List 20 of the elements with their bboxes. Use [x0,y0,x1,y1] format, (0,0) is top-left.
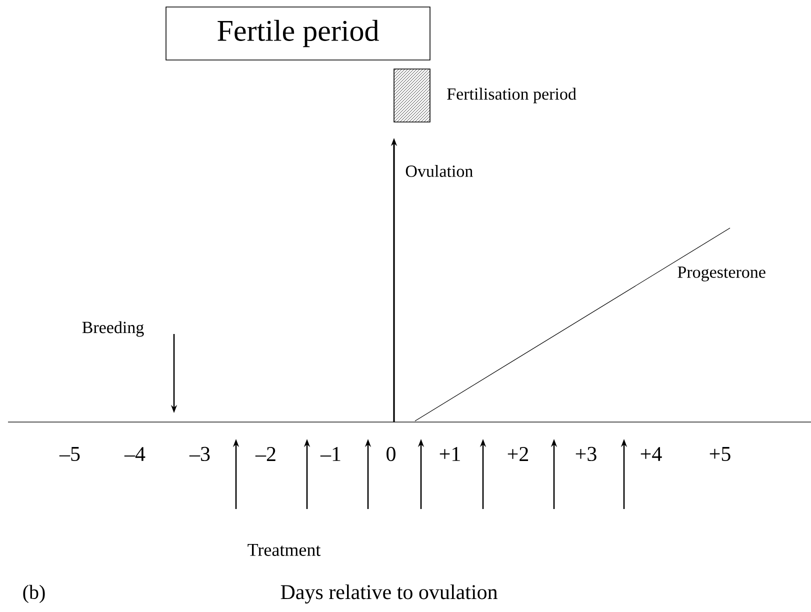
tick-label: –4 [124,447,146,461]
title-box: Fertile period [166,6,430,60]
arrow-label: Treatment [248,544,321,556]
tick-label: –3 [189,446,210,462]
arrow-label: Breeding [82,321,144,337]
tick-label: –5 [59,447,80,461]
tick-label: +5 [710,447,730,461]
tick-label: +4 [640,447,662,461]
tick-label: –2 [255,447,276,461]
tick-label: +2 [508,447,528,461]
tick-label: 0 [386,446,396,462]
axis-title: Days relative to ovulation [280,584,498,604]
line-label: Progesterone [678,266,766,282]
arrow-label: Ovulation [406,165,473,177]
tick-label: +3 [576,446,596,462]
tick-label: –1 [320,447,340,461]
tick-label: +1 [440,447,460,461]
node-caption: Fertilisation period [447,88,576,104]
hatched-box [394,68,430,122]
panel-label: (b) [23,584,45,604]
